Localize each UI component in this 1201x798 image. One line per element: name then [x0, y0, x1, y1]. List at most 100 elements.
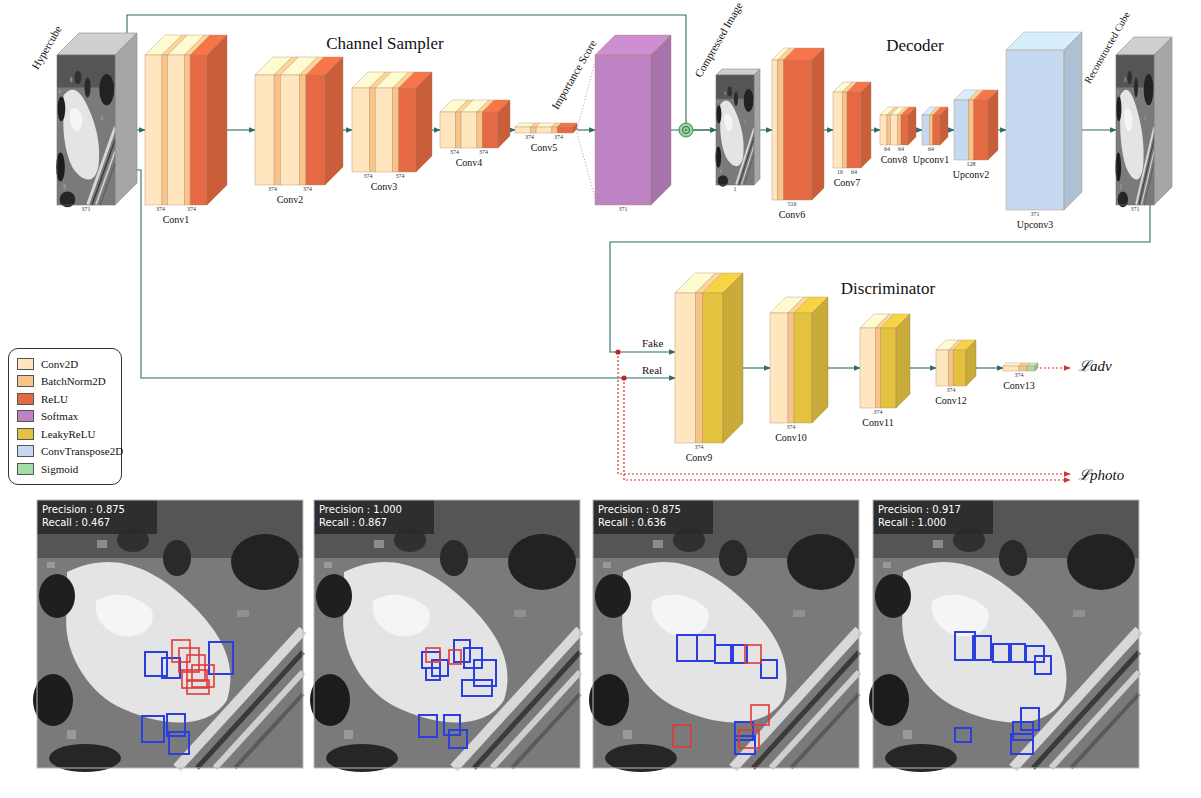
legend-text: LeakyReLU [41, 428, 95, 440]
legend-entry: ConvTranspose2D [9, 443, 121, 461]
connector-arrow [910, 367, 936, 368]
connector-arrow [760, 129, 772, 130]
legend-swatch [17, 375, 34, 387]
layer-block: 374374Conv1 [145, 35, 227, 205]
channel-count: 64 [851, 169, 857, 176]
connector-arrow [227, 129, 255, 130]
layer-block: 374Conv9 [675, 273, 743, 443]
channel-count: 374 [947, 387, 956, 394]
channel-count: 374 [554, 134, 563, 141]
channel-count: 374 [787, 424, 796, 431]
layer-name: Conv11 [862, 417, 893, 429]
metric-text: Recall : 0.636 [598, 517, 666, 529]
layer-block: 1664Conv7 [833, 82, 871, 168]
layer-name: Conv7 [834, 177, 861, 189]
block-shape [255, 57, 343, 185]
layer-name: Upconv3 [1017, 219, 1054, 231]
metric-text: Precision : 0.875 [598, 504, 681, 516]
legend-text: Conv2D [41, 358, 78, 370]
projection-line [577, 55, 597, 205]
connector-arrow [824, 129, 833, 130]
block-shape [860, 314, 910, 408]
channel-count: 374 [364, 173, 373, 180]
block-shape [1006, 32, 1082, 210]
layer-block: 374374Conv2 [255, 57, 343, 185]
layer-block: Importance Score371 [595, 35, 671, 205]
metric-text: Precision : 0.917 [878, 504, 961, 516]
layer-block: Compressed Image1 [716, 69, 760, 185]
block-shape [954, 90, 998, 160]
legend: Conv2D BatchNorm2D ReLU SoftmaxLeakyReLU Con… [8, 348, 122, 485]
layer-name: Conv5 [531, 142, 558, 154]
layer-block: 371Upconv3 [1006, 32, 1082, 210]
block-shape [922, 107, 948, 145]
metric-text: Recall : 0.467 [42, 517, 110, 529]
channel-count: 374 [187, 206, 196, 213]
block-shape [1116, 37, 1172, 205]
channel-count: 64 [928, 146, 934, 153]
detection-image [869, 500, 1139, 772]
layer-block: 374Conv10 [770, 297, 828, 423]
connector-arrow [137, 129, 145, 130]
metric-text: Precision : 1.000 [319, 504, 402, 516]
channel-count: 374 [525, 134, 534, 141]
detection-image [33, 500, 303, 772]
metric-text: Recall : 1.000 [878, 517, 946, 529]
legend-entry: Softmax [9, 408, 121, 426]
group-title: Channel Sampler [326, 34, 444, 54]
layer-block: 374Conv12 [936, 340, 976, 386]
layer-name: Conv10 [775, 432, 807, 444]
layer-name: Conv13 [1003, 380, 1035, 392]
block-shape [57, 33, 137, 205]
layer-block: 64Upconv1 [922, 107, 948, 145]
channel-count: 128 [967, 161, 976, 168]
group-title: Discriminator [841, 279, 935, 299]
edge-label: Real [642, 364, 662, 377]
layer-name: Conv9 [686, 452, 713, 464]
junction-dot [615, 349, 620, 354]
connector-arrow [916, 129, 922, 130]
layer-block: Reconstructed Cube371 [1116, 37, 1172, 205]
layer-name: Upconv1 [913, 154, 950, 166]
connector-arrow [871, 129, 880, 130]
block-shape [770, 297, 828, 423]
channel-count: 16 [837, 169, 843, 176]
loss-label: ℒphoto [1078, 467, 1124, 484]
legend-swatch [17, 358, 34, 370]
channel-count: 64 [898, 146, 904, 153]
connector-arrow [432, 129, 440, 130]
legend-swatch [17, 463, 34, 475]
loss-label: ℒadv [1078, 358, 1112, 375]
block-shape [833, 82, 871, 168]
channel-count: 374 [450, 149, 459, 156]
connector-arrow [137, 170, 675, 378]
legend-entry: LeakyReLU [9, 425, 121, 443]
legend-entry: Conv2D [9, 355, 121, 373]
connector-arrow [577, 129, 595, 130]
layer-block: 374Conv13 [1003, 363, 1038, 371]
channel-count: 374 [1015, 372, 1024, 379]
layer-name: Upconv2 [953, 169, 990, 181]
legend-text: ReLU [41, 393, 68, 405]
connector-arrow [1082, 129, 1116, 130]
legend-text: BatchNorm2D [41, 375, 106, 387]
layer-block: 128Upconv2 [954, 90, 998, 160]
tensor-label: Compressed Image [692, 0, 745, 80]
block-shape [716, 69, 760, 185]
layer-name: Conv3 [371, 181, 398, 193]
layer-name: Conv8 [881, 154, 908, 166]
detection-image [589, 500, 859, 772]
legend-text: ConvTranspose2D [41, 445, 123, 457]
metric-text: Recall : 0.867 [319, 517, 387, 529]
legend-entry: Sigmoid [9, 460, 121, 478]
legend-text: Softmax [41, 410, 78, 422]
connector-arrow [948, 129, 954, 130]
junction-dot [621, 375, 626, 380]
loss-arrow [1040, 367, 1070, 368]
connector-arrow [743, 367, 770, 368]
legend-text: Sigmoid [41, 463, 78, 475]
legend-swatch [17, 410, 34, 422]
channel-count: 374 [268, 186, 277, 193]
group-title: Decoder [886, 36, 944, 56]
detection-image [310, 500, 580, 772]
